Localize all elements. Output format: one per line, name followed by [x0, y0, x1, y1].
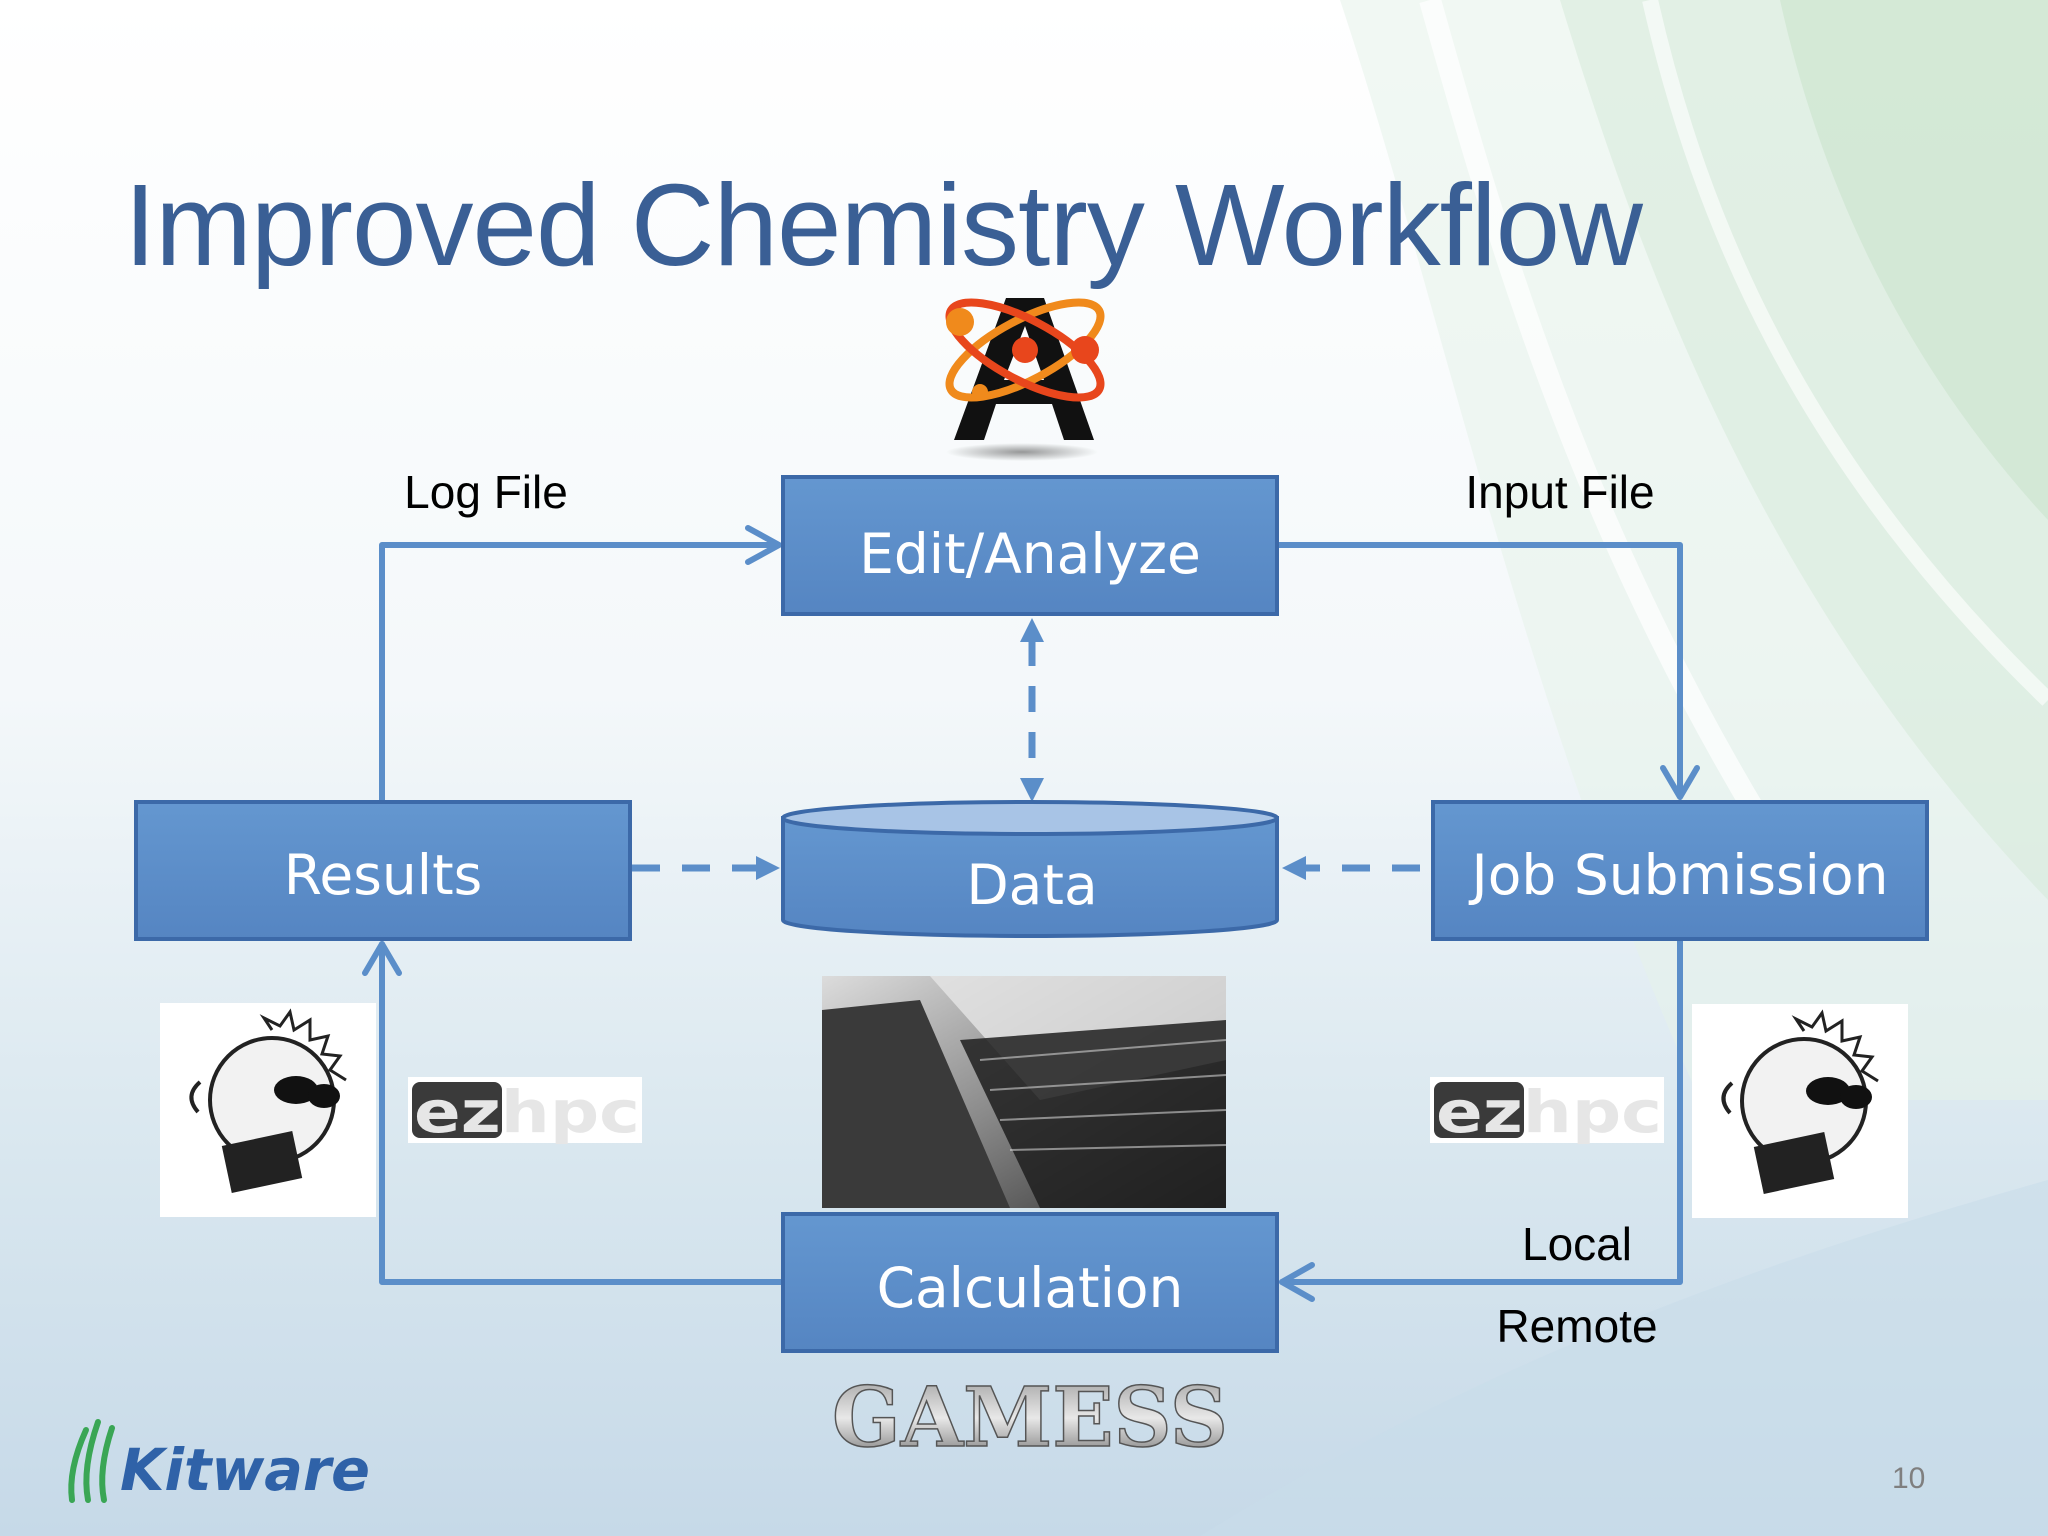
connector-job-to-calculation — [1279, 937, 1683, 1285]
results-label: Results — [284, 843, 483, 907]
data-cylinder: Data — [781, 800, 1279, 938]
arrowhead-results-bottom — [362, 941, 402, 976]
arrowhead-data-right — [1282, 856, 1306, 880]
server-room-image — [822, 976, 1227, 1208]
local-label: Local — [1522, 1218, 1632, 1270]
arrowhead-calculation-right — [1279, 1262, 1315, 1302]
pufferfish-image-left — [160, 1003, 376, 1217]
avogadro-logo — [945, 298, 1105, 461]
calculation-label: Calculation — [877, 1256, 1184, 1320]
ezhpc-logo-right: ezhpc — [1430, 1077, 1664, 1146]
job-submission-label: Job Submission — [1469, 843, 1889, 907]
connector-calculation-to-results — [379, 941, 785, 1285]
kitware-logo-text: Kitware — [120, 1436, 370, 1504]
calculation-box: Calculation — [781, 1212, 1279, 1353]
connector-edit-to-job — [1275, 542, 1683, 798]
edit-analyze-label: Edit/Analyze — [859, 522, 1201, 586]
input-file-label: Input File — [1465, 466, 1654, 518]
edit-analyze-box: Edit/Analyze — [781, 475, 1279, 616]
arrowhead-job-top — [1660, 765, 1700, 800]
data-label: Data — [966, 853, 1097, 917]
arrowhead-edit-bottom — [1020, 618, 1044, 642]
gamess-logo: GAMESS — [831, 1369, 1229, 1467]
arrowhead-data-left — [756, 856, 780, 880]
remote-label: Remote — [1496, 1300, 1657, 1352]
kitware-logo: Kitware — [68, 1419, 370, 1504]
arrowhead-edit-left — [745, 525, 782, 565]
page-number: 10 — [1892, 1462, 1926, 1495]
arrowhead-data-top — [1020, 778, 1044, 802]
ezhpc-logo-left-text: ezhpc — [414, 1078, 640, 1146]
connector-results-to-edit — [379, 542, 781, 803]
ezhpc-logo-right-text: ezhpc — [1436, 1078, 1662, 1146]
slide-title: Improved Chemistry Workflow — [124, 160, 1643, 290]
results-box: Results — [134, 800, 632, 941]
log-file-label: Log File — [404, 466, 568, 518]
job-submission-box: Job Submission — [1431, 800, 1929, 941]
ezhpc-logo-left: ezhpc — [408, 1077, 642, 1146]
gamess-logo-text: GAMESS — [832, 1370, 1228, 1466]
pufferfish-image-right — [1692, 1004, 1908, 1218]
